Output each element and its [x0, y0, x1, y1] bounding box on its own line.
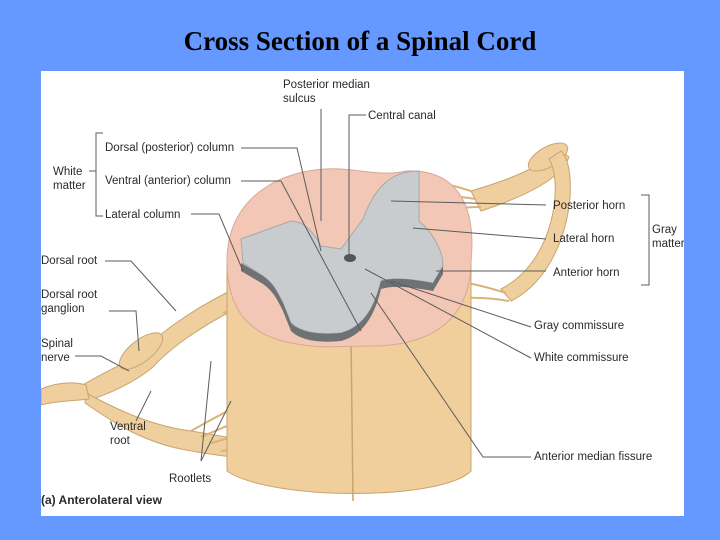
label-white-matter: White matter: [53, 165, 86, 193]
label-lateral-column: Lateral column: [105, 209, 181, 221]
label-rootlets: Rootlets: [169, 473, 212, 485]
label-ventral-column: Ventral (anterior) column: [105, 175, 231, 187]
slide-title: Cross Section of a Spinal Cord: [183, 26, 537, 56]
label-posterior-horn: Posterior horn: [553, 200, 626, 212]
label-dorsal-column: Dorsal (posterior) column: [105, 142, 235, 154]
label-posterior-median-sulcus: Posterior median sulcus: [283, 78, 370, 106]
label-white-commissure: White commissure: [534, 352, 629, 364]
label-lateral-horn: Lateral horn: [553, 233, 615, 245]
gray-matter: [240, 170, 444, 342]
label-spinal-nerve-line2: nerve: [41, 352, 70, 364]
label-dorsal-root-ganglion-line1: Dorsal root: [41, 289, 98, 301]
label-white-matter-line2: matter: [53, 180, 86, 192]
label-dorsal-root: Dorsal root: [41, 255, 98, 267]
central-canal-opening: [344, 254, 356, 262]
label-spinal-nerve: Spinal nerve: [41, 337, 73, 365]
label-gray-matter-line1: Gray: [652, 224, 677, 236]
figure-caption: (a) Anterolateral view: [41, 493, 162, 507]
label-posterior-median-sulcus-line1: Posterior median: [283, 79, 370, 91]
label-gray-matter: Gray matter: [652, 223, 684, 251]
label-anterior-median-fissure: Anterior median fissure: [534, 451, 653, 463]
spinal-cord-illustration: [41, 109, 650, 502]
label-dorsal-root-ganglion: Dorsal root ganglion: [41, 288, 97, 316]
label-anterior-horn: Anterior horn: [553, 267, 620, 279]
label-gray-matter-line2: matter: [652, 238, 684, 250]
label-ventral-root-line1: Ventral: [110, 421, 146, 433]
leader-lines: [75, 109, 650, 462]
label-central-canal: Central canal: [368, 110, 436, 122]
label-ventral-root-line2: root: [110, 435, 130, 447]
label-spinal-nerve-line1: Spinal: [41, 338, 73, 350]
label-dorsal-root-ganglion-line2: ganglion: [41, 303, 85, 315]
label-ventral-root: Ventral root: [110, 420, 146, 448]
label-gray-commissure: Gray commissure: [534, 320, 625, 332]
spinal-cord-figure: Posterior median sulcus Central canal Wh…: [41, 71, 684, 516]
label-posterior-median-sulcus-line2: sulcus: [283, 93, 316, 105]
label-white-matter-line1: White: [53, 166, 83, 178]
